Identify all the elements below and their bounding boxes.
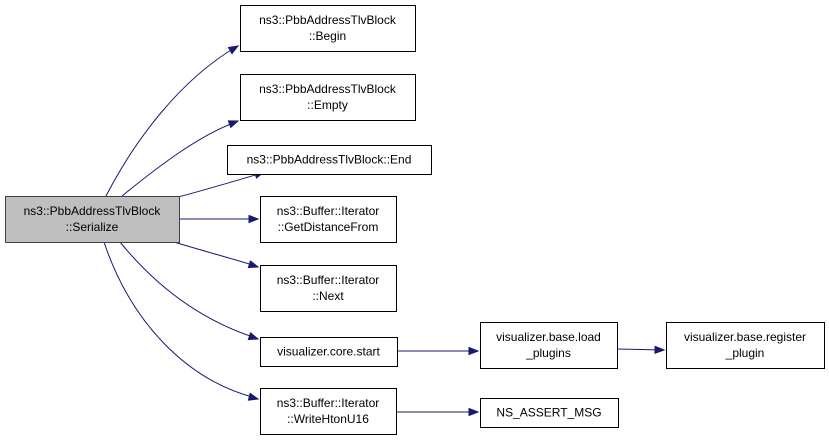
- arrowhead-icon: [247, 392, 260, 401]
- node-label-line: ::Next: [312, 289, 344, 303]
- arrowhead-icon: [248, 214, 260, 224]
- node-label-line: _plugins: [525, 346, 571, 360]
- edge-serialize-to-writehtonu16: [103, 241, 260, 401]
- edge-serialize-to-end: [177, 170, 266, 198]
- node-label-line: visualizer.core.start: [277, 345, 380, 359]
- node-label-line: _plugin: [725, 346, 765, 360]
- edge-writehtonu16-to-ns-assert-msg: [396, 407, 480, 417]
- edge-line: [103, 241, 257, 399]
- node-box: [260, 265, 397, 312]
- node-label-line: ns3::Buffer::Iterator: [277, 396, 380, 410]
- node-box: [260, 337, 398, 367]
- edge-serialize-to-core-start: [119, 241, 260, 341]
- node-next[interactable]: ns3::Buffer::Iterator::Next: [260, 265, 397, 312]
- edge-core-start-to-load-plugins: [397, 346, 480, 356]
- edge-line: [177, 172, 263, 198]
- node-label-line: ns3::PbbAddressTlvBlock: [24, 204, 162, 218]
- arrowhead-icon: [468, 346, 480, 356]
- node-box: [227, 145, 432, 175]
- node-box: [480, 322, 618, 369]
- node-box: [240, 74, 416, 121]
- node-label-line: ::Begin: [309, 29, 346, 43]
- node-label-line: ::GetDistanceFrom: [278, 220, 379, 234]
- node-getdistancefrom[interactable]: ns3::Buffer::Iterator::GetDistanceFrom: [260, 196, 397, 243]
- arrowhead-icon: [654, 345, 666, 355]
- node-box: [240, 5, 416, 52]
- node-box: [666, 322, 825, 369]
- node-label-line: visualizer.base.register: [684, 330, 806, 344]
- edge-serialize-to-getdistancefrom: [179, 214, 260, 224]
- arrowhead-icon: [227, 120, 240, 129]
- node-end[interactable]: ns3::PbbAddressTlvBlock::End: [227, 145, 432, 175]
- arrowhead-icon: [247, 260, 260, 269]
- node-register-plugin[interactable]: visualizer.base.register _plugin: [666, 322, 825, 369]
- arrowhead-icon: [247, 332, 260, 341]
- node-core-start[interactable]: visualizer.core.start: [260, 337, 398, 367]
- node-load-plugins[interactable]: visualizer.base.load _plugins: [480, 322, 618, 369]
- arrowhead-icon: [227, 45, 240, 55]
- edge-load-plugins-to-register-plugin: [616, 345, 666, 355]
- edge-line: [119, 241, 257, 339]
- node-box: [480, 398, 619, 428]
- nodes-layer: ns3::PbbAddressTlvBlock::Serializens3::P…: [5, 5, 825, 435]
- node-box: [260, 388, 397, 435]
- edge-serialize-to-next: [173, 241, 260, 269]
- node-label-line: ::Empty: [307, 98, 348, 112]
- edge-line: [173, 241, 257, 267]
- node-label-line: ns3::Buffer::Iterator: [277, 204, 380, 218]
- node-label-line: ::Serialize: [66, 220, 119, 234]
- edge-line: [616, 348, 663, 351]
- node-box: [5, 196, 180, 243]
- node-label-line: visualizer.base.load: [496, 330, 601, 344]
- node-label-line: ns3::PbbAddressTlvBlock::End: [247, 153, 412, 167]
- node-label-line: NS_ASSERT_MSG: [496, 406, 601, 420]
- node-label-line: ::WriteHtonU16: [287, 412, 369, 426]
- edge-serialize-to-begin: [105, 45, 240, 197]
- node-empty[interactable]: ns3::PbbAddressTlvBlock::Empty: [240, 74, 416, 121]
- node-writehtonu16[interactable]: ns3::Buffer::Iterator::WriteHtonU16: [260, 388, 397, 435]
- node-begin[interactable]: ns3::PbbAddressTlvBlock::Begin: [240, 5, 416, 52]
- node-label-line: ns3::PbbAddressTlvBlock: [259, 82, 397, 96]
- node-label-line: ns3::Buffer::Iterator: [277, 273, 380, 287]
- arrowhead-icon: [468, 407, 480, 417]
- edge-serialize-to-empty: [121, 120, 240, 197]
- edge-line: [105, 46, 237, 197]
- edges-layer: [103, 45, 666, 417]
- node-serialize[interactable]: ns3::PbbAddressTlvBlock::Serialize: [5, 196, 180, 243]
- node-ns-assert-msg[interactable]: NS_ASSERT_MSG: [480, 398, 619, 428]
- node-label-line: ns3::PbbAddressTlvBlock: [259, 13, 397, 27]
- node-box: [260, 196, 397, 243]
- edge-line: [121, 121, 237, 197]
